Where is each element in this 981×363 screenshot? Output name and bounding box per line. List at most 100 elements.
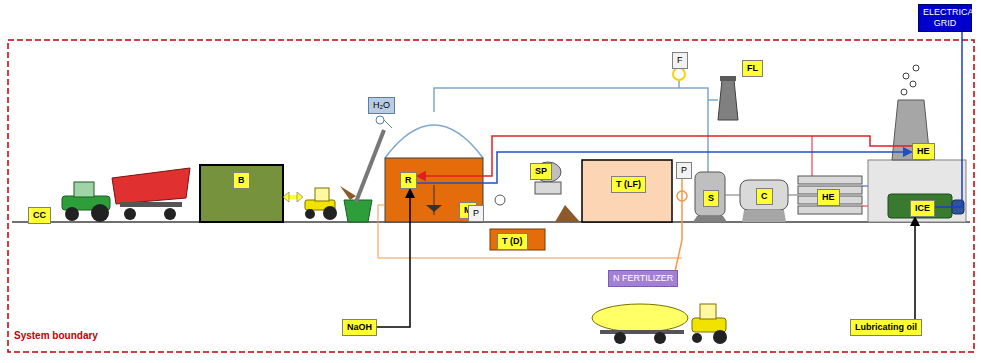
equipment-tag: F <box>672 52 688 69</box>
engine-housing-part <box>868 160 966 222</box>
loader-tractor <box>305 188 337 220</box>
node-label: T (D) <box>502 236 523 247</box>
feeder-hopper-part <box>344 200 372 222</box>
engine-housing-part <box>910 81 916 87</box>
node-label: CC <box>33 210 46 221</box>
bunker-silo-part <box>200 165 283 222</box>
pipe-connector <box>377 189 410 327</box>
system-boundary <box>8 40 974 352</box>
pipe-connector <box>914 217 916 319</box>
loader-tractor-part <box>315 188 329 201</box>
tractor-trailer <box>62 168 190 222</box>
digestate-line <box>378 191 687 258</box>
node-label: F <box>677 55 683 66</box>
engine-housing-part <box>892 100 930 160</box>
screw-press-part <box>535 182 561 194</box>
tractor-trailer-part <box>120 202 182 207</box>
heat-exchanger-part <box>788 195 798 196</box>
fertilizer-tanker-part <box>592 304 688 332</box>
pipe-connector <box>935 32 962 207</box>
output-box: N FERTILIZER <box>608 270 678 287</box>
tractor-trailer-part <box>65 207 79 221</box>
loader-tractor-part <box>305 209 315 219</box>
digestate-line-part <box>378 205 682 258</box>
engine-housing-part <box>888 194 952 218</box>
screw-press <box>495 162 580 222</box>
fertilizer-tanker-part <box>600 330 684 334</box>
digester-reactor-part <box>385 125 483 158</box>
digestate-tank-bar-part <box>490 229 545 250</box>
engine-housing-part <box>903 73 909 79</box>
compressor-part <box>742 210 786 222</box>
component-tag: B <box>233 172 250 189</box>
node-label: Lubricating oil <box>855 322 917 333</box>
heat-exchanger-part <box>798 176 862 184</box>
fertilizer-tanker-part <box>700 304 716 319</box>
node-label: C <box>761 191 768 202</box>
component-tag: S <box>703 190 719 207</box>
equipment-tag: P <box>676 162 692 179</box>
node-label: H₂O <box>373 100 390 111</box>
water-inlet <box>376 116 392 128</box>
node-label: P <box>681 165 687 176</box>
biogas-line-part <box>434 88 708 172</box>
fertilizer-tanker <box>592 304 727 344</box>
component-tag: HE <box>912 143 935 160</box>
node-label: P <box>473 208 479 219</box>
heat-exchanger-part <box>798 206 862 214</box>
compressor <box>725 180 788 222</box>
tractor-trailer-part <box>124 208 136 220</box>
input-tag: H₂O <box>368 97 395 114</box>
water-inlet-part <box>376 116 384 124</box>
digestate-tank-bar <box>490 229 545 250</box>
tractor-trailer-part <box>74 182 94 197</box>
node-label: S <box>708 193 714 204</box>
feeder-hopper <box>340 130 384 222</box>
pipe-connector <box>417 152 913 183</box>
screw-press-part <box>495 195 505 205</box>
fertilizer-tanker-part <box>692 333 702 343</box>
fertilizer-tanker-part <box>692 318 726 332</box>
component-tag: ICE <box>910 200 935 217</box>
pipe-connector <box>675 179 682 270</box>
engine-housing <box>868 65 966 222</box>
component-tag: FL <box>742 60 763 77</box>
biogas-line-part <box>673 68 685 80</box>
compressor-part <box>725 195 740 196</box>
node-label: ICE <box>915 203 930 214</box>
compressor-part <box>740 180 788 210</box>
component-tag: Lubricating oil <box>850 319 922 336</box>
scrubber <box>693 172 727 222</box>
scrubber-part <box>695 172 725 216</box>
component-tag: NaOH <box>342 319 377 336</box>
feeder-hopper-part <box>356 130 384 202</box>
component-tag: HE <box>817 189 840 206</box>
feeder-hopper-part <box>340 186 356 200</box>
tractor-trailer-part <box>91 204 109 222</box>
digester-reactor-part <box>426 205 442 212</box>
fertilizer-tanker-part <box>713 330 727 344</box>
component-tag: SP <box>530 163 552 180</box>
component-tag: T (D) <box>497 233 528 250</box>
shuttle-arrow <box>283 192 303 202</box>
node-label: B <box>238 175 245 186</box>
equipment-tag: P <box>468 205 484 222</box>
bunker-silo <box>200 165 283 222</box>
node-label: HE <box>822 192 835 203</box>
component-tag: T (LF) <box>611 176 646 193</box>
system-boundary-part <box>8 40 974 352</box>
node-label: FL <box>747 63 758 74</box>
loader-tractor-part <box>323 206 337 220</box>
component-tag: R <box>400 172 417 189</box>
node-label: N FERTILIZER <box>613 273 673 284</box>
gas-flare-part <box>720 76 736 81</box>
liquid-fraction-tank <box>582 160 672 222</box>
grid-box: ELECTRICAL GRID <box>918 4 972 32</box>
boundary-label: System boundary <box>14 330 98 341</box>
node-label: T (LF) <box>616 179 641 190</box>
ground-line-part <box>12 221 970 223</box>
tractor-trailer-part <box>164 208 176 220</box>
